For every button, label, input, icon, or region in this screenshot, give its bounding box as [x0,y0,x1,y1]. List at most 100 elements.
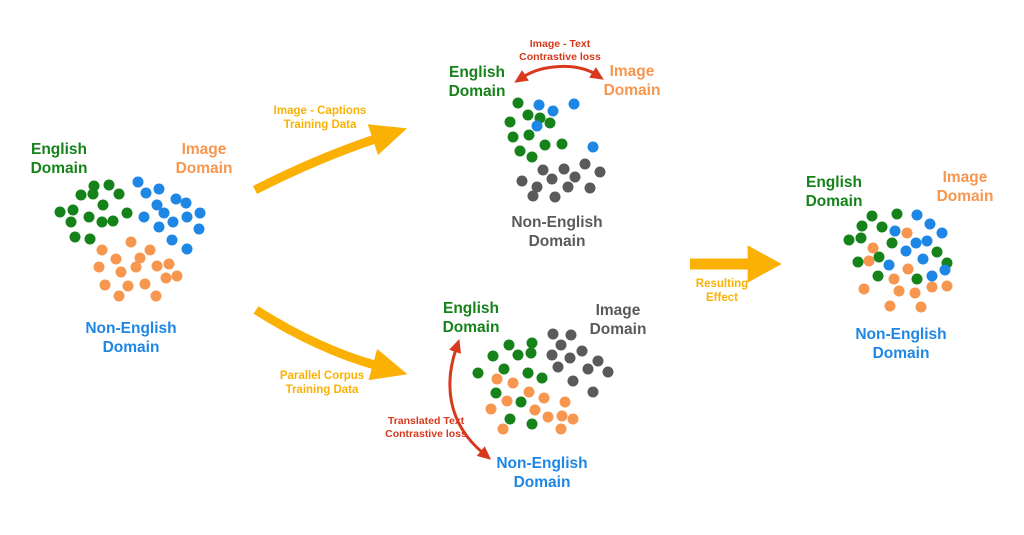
left-blue-dot [153,183,165,195]
left-blue-dot [166,234,178,246]
left-orange-dot [144,244,156,256]
top_middle-green-dot [514,145,526,157]
right-orange-dot [941,280,953,292]
top_middle-green-dot [523,129,535,141]
bottom_middle-gray-dot [565,329,577,341]
right-non-english-domain-label: Non-English Domain [855,326,947,362]
top_middle-gray-dot [537,164,549,176]
left-orange-dot [160,272,172,284]
top_middle-gray-dot [527,190,539,202]
bottom_middle-green-dot [525,347,537,359]
left-orange-dot [139,278,151,290]
bottom_middle-gray-dot [547,328,559,340]
left-green-dot [121,207,133,219]
right-green-dot [931,246,943,258]
top_middle-blue-dot [547,105,559,117]
bottom_middle-gray-dot [602,366,614,378]
right-green-dot [876,221,888,233]
translated-text-loss-label: Translated Text Contrastive loss [385,415,467,441]
top_middle-blue-dot [533,99,545,111]
right-blue-dot [911,209,923,221]
left-green-dot [103,179,115,191]
top_middle-green-dot [556,138,568,150]
left-green-dot [83,211,95,223]
bottom_middle-orange-dot [497,423,509,435]
left-orange-dot [96,244,108,256]
top_middle-gray-dot [546,173,558,185]
top_middle-blue-dot [587,141,599,153]
top_middle-green-dot [526,151,538,163]
top_middle-gray-dot [549,191,561,203]
bottom_middle-orange-dot [559,396,571,408]
bottom_middle-orange-dot [485,403,497,415]
right-green-dot [843,234,855,246]
bottom_middle-orange-dot [501,395,513,407]
bottom_middle-gray-dot [552,361,564,373]
bottom_middle-orange-dot [556,410,568,422]
bottom_middle-orange-dot [555,423,567,435]
left-orange-dot [99,279,111,291]
right-orange-dot [909,287,921,299]
bottom_middle-orange-dot [542,411,554,423]
bottom_middle-gray-dot [564,352,576,364]
left-green-dot [113,188,125,200]
bottom-english-domain-label: English Domain [442,300,500,336]
left-blue-dot [140,187,152,199]
left-orange-dot [163,258,175,270]
right-orange-dot [863,255,875,267]
top_middle-blue-dot [531,120,543,132]
left-orange-dot [125,236,137,248]
top_middle-green-dot [544,117,556,129]
left-blue-dot [170,193,182,205]
top_middle-green-dot [512,97,524,109]
left-blue-dot [180,197,192,209]
left-orange-dot [130,261,142,273]
left-green-dot [67,204,79,216]
left-orange-dot [115,266,127,278]
left-orange-dot [93,261,105,273]
right-green-dot [852,256,864,268]
top_middle-gray-dot [584,182,596,194]
bottom_middle-green-dot [526,337,538,349]
right-green-dot [891,208,903,220]
right-blue-dot [900,245,912,257]
left-orange-dot [151,260,163,272]
top-image-domain-label: Image Domain [603,63,661,99]
right-orange-dot [902,263,914,275]
right-green-dot [886,237,898,249]
bottom_middle-green-dot [536,372,548,384]
top_middle-blue-dot [568,98,580,110]
bottom_middle-gray-dot [592,355,604,367]
right-green-dot [856,220,868,232]
left-green-dot [97,199,109,211]
left-non-english-domain-label: Non-English Domain [85,320,177,356]
bottom_middle-gray-dot [546,349,558,361]
right-blue-dot [883,259,895,271]
bottom-image-domain-label: Image Domain [589,302,647,338]
left-blue-dot [181,211,193,223]
top-non-english-domain-label: Non-English Domain [511,214,603,250]
bottom_middle-green-dot [490,387,502,399]
right-green-dot [855,232,867,244]
bottom-non-english-domain-label: Non-English Domain [496,455,588,491]
image-text-loss-label: Image - Text Contrastive loss [519,38,601,64]
left-green-dot [107,215,119,227]
left-blue-dot [138,211,150,223]
right-orange-dot [884,300,896,312]
image-captions-arrow [252,124,408,195]
right-blue-dot [926,270,938,282]
right-image-domain-label: Image Domain [936,169,994,205]
left-blue-dot [181,243,193,255]
left-green-dot [69,231,81,243]
right-blue-dot [924,218,936,230]
bottom_middle-green-dot [512,349,524,361]
left-blue-dot [158,207,170,219]
right-green-dot [866,210,878,222]
right-orange-dot [888,273,900,285]
left-green-dot [88,180,100,192]
bottom_middle-orange-dot [523,386,535,398]
top_middle-green-dot [522,109,534,121]
left-green-dot [54,206,66,218]
